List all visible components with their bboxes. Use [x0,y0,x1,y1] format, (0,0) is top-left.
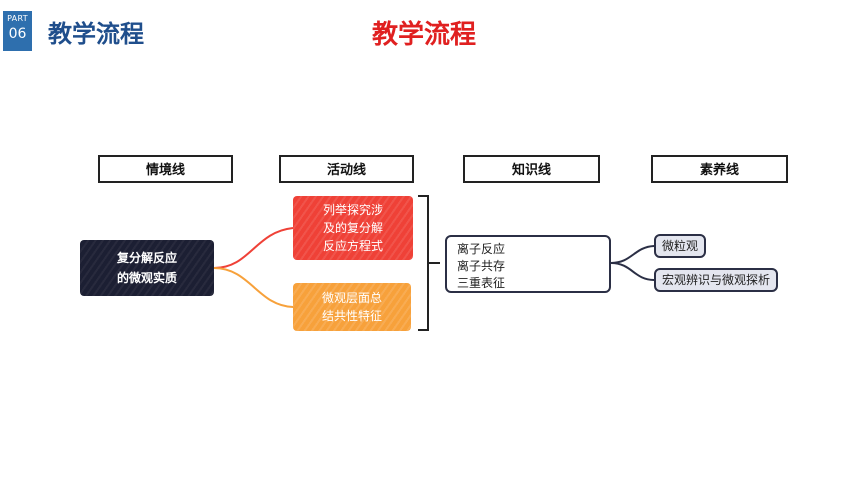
column-header-context: 情境线 [98,155,233,183]
connector-context-activity-orange [213,267,294,308]
section-title: 教学流程 [48,20,144,48]
context-node: 复分解反应 的微观实质 [80,240,214,296]
knowledge-node: 离子反应 离子共存 三重表征 [445,235,611,293]
column-header-activity: 活动线 [279,155,414,183]
activity-bracket [418,195,429,331]
activity-red-line-3: 反应方程式 [322,239,383,253]
connector-context-activity-red [213,227,294,269]
part-number: 06 [8,26,27,42]
context-line-1: 复分解反应 [116,251,177,265]
literacy-node-macro-micro: 宏观辨识与微观探析 [654,268,779,292]
page-title: 教学流程 [372,20,477,50]
part-badge: PART 06 [3,11,32,51]
activity-red-line-1: 列举探究涉 [322,203,383,217]
part-label: PART [7,14,28,23]
connector-knowledge-literacy-2 [610,262,655,281]
knowledge-line-3: 三重表征 [457,276,506,290]
knowledge-line-1: 离子反应 [457,242,506,256]
column-header-literacy: 素养线 [651,155,788,183]
activity-node-summary: 微观层面总 结共性特征 [293,283,411,331]
knowledge-line-2: 离子共存 [457,259,506,273]
literacy-node-particle-view: 微粒观 [654,234,707,258]
activity-node-equations: 列举探究涉 及的复分解 反应方程式 [293,196,413,260]
activity-orange-line-1: 微观层面总 [321,291,382,305]
connector-knowledge-literacy-1 [610,245,655,264]
activity-orange-line-2: 结共性特征 [321,309,382,323]
context-line-2: 的微观实质 [116,271,177,285]
column-header-knowledge: 知识线 [463,155,600,183]
activity-red-line-2: 及的复分解 [322,221,383,235]
